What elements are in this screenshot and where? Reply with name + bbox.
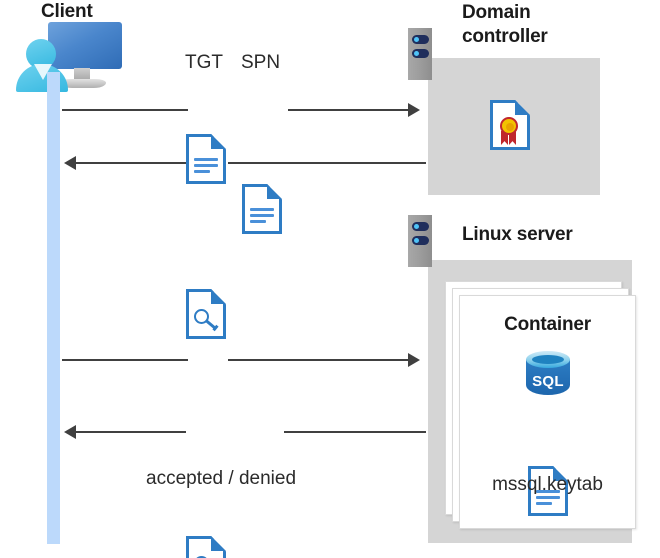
message-4-arrowhead [64, 425, 76, 439]
sql-label: SQL [532, 373, 564, 390]
message-3-line-left [62, 359, 188, 361]
domain-controller-label-line2: controller [462, 26, 548, 47]
document-fold-corner [211, 536, 226, 551]
server-bay-1 [412, 35, 429, 44]
document-text-line [194, 170, 210, 173]
certificate-ribbon-left [501, 131, 508, 145]
linux-server-server-icon [408, 215, 438, 273]
certificate-medal-core [506, 123, 514, 131]
document-text-line [536, 496, 560, 499]
monitor-screen-icon [48, 22, 122, 69]
sql-cylinder-top-inner [532, 355, 564, 364]
document-text-line [536, 502, 552, 505]
server-led-1 [414, 37, 419, 42]
server-body [408, 215, 432, 267]
document-text-line [250, 220, 266, 223]
message-4-line-right [284, 431, 426, 433]
message-4-line-left [76, 431, 186, 433]
keytab-label: mssql.keytab [492, 474, 603, 495]
document-text-line [250, 214, 274, 217]
server-led-1 [414, 224, 419, 229]
document-text-line [536, 490, 560, 493]
server-bay-2 [412, 236, 429, 245]
keytab-document-icon [528, 466, 568, 516]
document-fold-corner [211, 134, 226, 149]
document-text-line [250, 208, 274, 211]
server-bay-1 [412, 222, 429, 231]
certificate-medal [500, 117, 518, 135]
client-lifeline [47, 72, 60, 544]
document-fold-corner [515, 100, 530, 115]
document-fold-corner [267, 184, 282, 199]
linux-server-label: Linux server [462, 224, 573, 245]
sql-database-icon: SQL [526, 351, 570, 401]
message-3-line-right [228, 359, 410, 361]
message-1-line-right [288, 109, 410, 111]
monitor-base-icon [60, 79, 106, 88]
server-bay-2 [412, 49, 429, 58]
server-led-2 [414, 238, 419, 243]
server-led-2 [414, 51, 419, 56]
certificate-ribbon-right [509, 131, 516, 145]
monitor-neck-icon [74, 68, 90, 80]
user-workstation-icon [16, 22, 126, 92]
message-2-line-right [228, 162, 426, 164]
domain-controller-server-icon [408, 28, 438, 86]
spn-document-icon [242, 184, 282, 234]
certificate-document-icon [490, 100, 530, 150]
document-text-line [194, 164, 218, 167]
client-label: Client [41, 1, 93, 22]
service-ticket-key-document-icon [186, 289, 226, 339]
sql-cylinder-top [526, 351, 570, 368]
domain-controller-label-line1: Domain [462, 2, 531, 23]
container-label: Container [504, 314, 591, 335]
message-1-label-spn: SPN [241, 52, 281, 73]
message-4-caption: accepted / denied [146, 468, 297, 489]
message-3-arrowhead [408, 353, 420, 367]
message-1-line-left [62, 109, 188, 111]
message-1-arrowhead [408, 103, 420, 117]
present-ticket-key-document-icon [186, 536, 226, 558]
message-2-arrowhead [64, 156, 76, 170]
container-card-front: Container SQL mssql.keytab [459, 295, 636, 529]
server-body [408, 28, 432, 80]
message-2-line-left [76, 162, 186, 164]
message-1-label-tgt: TGT [185, 52, 223, 73]
document-fold-corner [211, 289, 226, 304]
document-text-line [194, 158, 218, 161]
tgt-document-icon [186, 134, 226, 184]
